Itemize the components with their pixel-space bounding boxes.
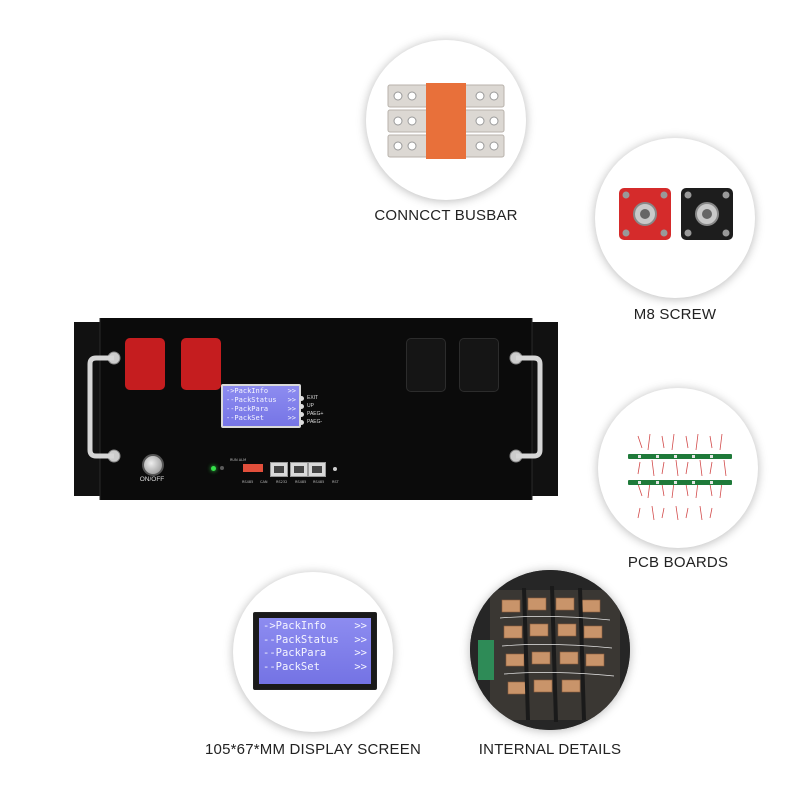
positive-terminal-2[interactable] bbox=[181, 338, 221, 390]
pcb-caption: PCB BOARDS bbox=[627, 554, 729, 571]
display-screen-closeup: ->PackInfo>> --PackStatus>> --PackPara>>… bbox=[253, 612, 377, 690]
internal-caption: INTERNAL DETAILS bbox=[478, 741, 622, 758]
port-label-rs485-a: RS485 bbox=[242, 480, 254, 484]
ethernet-port-2[interactable] bbox=[290, 462, 308, 477]
exit-button[interactable]: EXIT bbox=[299, 394, 339, 402]
busbar-stack-icon bbox=[387, 83, 505, 159]
busbar-photo bbox=[366, 40, 526, 200]
battery-cells-icon bbox=[470, 570, 630, 730]
port-label-rs485-c: RS485 bbox=[313, 480, 325, 484]
front-menu-packpara: --PackPara>> bbox=[226, 405, 296, 413]
port-label-can: CAN bbox=[260, 480, 268, 484]
page-up-dot bbox=[299, 411, 304, 417]
led-label: RUN ALM bbox=[230, 458, 247, 462]
screw-photo bbox=[595, 138, 755, 298]
page-up-button[interactable]: PAEG+ bbox=[299, 410, 339, 418]
page-up-label: PAEG+ bbox=[307, 411, 324, 417]
battery-rack-unit: ->PackInfo>> --PackStatus>> --PackPara>>… bbox=[74, 318, 558, 500]
internal-photo bbox=[470, 570, 630, 730]
page-down-dot bbox=[299, 419, 304, 425]
right-handle-icon[interactable] bbox=[506, 346, 546, 466]
screw-caption: M8 SCREW bbox=[633, 306, 717, 323]
negative-terminal-2[interactable] bbox=[459, 338, 499, 392]
front-menu-packset: --PackSet>> bbox=[226, 414, 296, 422]
front-display-screen: ->PackInfo>> --PackStatus>> --PackPara>>… bbox=[221, 384, 301, 428]
power-switch[interactable] bbox=[142, 454, 164, 476]
exit-label: EXIT bbox=[307, 395, 319, 401]
ethernet-port-1[interactable] bbox=[270, 462, 288, 477]
front-menu-packinfo: ->PackInfo>> bbox=[226, 387, 296, 395]
left-handle-icon[interactable] bbox=[84, 346, 124, 466]
port-label-rst: RST bbox=[332, 480, 339, 484]
power-switch-label: ON/OFF bbox=[139, 476, 165, 483]
front-menu-packstatus: --PackStatus>> bbox=[226, 396, 296, 404]
port-label-rs232: RS232 bbox=[276, 480, 288, 484]
red-terminal-icon bbox=[619, 188, 671, 240]
ethernet-port-3[interactable] bbox=[308, 462, 326, 477]
pcb-board-icon bbox=[637, 433, 727, 521]
menu-item-packpara: --PackPara>> bbox=[263, 647, 367, 659]
port-label-rs485-b: RS485 bbox=[295, 480, 307, 484]
page-down-label: PAEG- bbox=[307, 419, 323, 425]
dip-switch[interactable] bbox=[243, 464, 263, 472]
negative-terminal-1[interactable] bbox=[406, 338, 446, 392]
positive-terminal-1[interactable] bbox=[125, 338, 165, 390]
up-label: UP bbox=[307, 403, 314, 409]
pcb-photo bbox=[598, 388, 758, 548]
exit-button-dot bbox=[299, 395, 304, 401]
busbar-caption: CONNCCT BUSBAR bbox=[374, 207, 518, 224]
up-button-dot bbox=[299, 403, 304, 409]
reset-button[interactable] bbox=[333, 467, 337, 471]
run-led bbox=[211, 466, 216, 471]
page-down-button[interactable]: PAEG- bbox=[299, 418, 339, 426]
black-terminal-icon bbox=[681, 188, 733, 240]
menu-item-packstatus: --PackStatus>> bbox=[263, 633, 367, 646]
display-photo: ->PackInfo>> --PackStatus>> --PackPara>>… bbox=[233, 572, 393, 732]
up-button[interactable]: UP bbox=[299, 402, 339, 410]
menu-item-packinfo: ->PackInfo>> bbox=[263, 620, 367, 632]
display-caption: 105*67*MM DISPLAY SCREEN bbox=[204, 741, 421, 758]
alarm-led bbox=[220, 466, 224, 470]
menu-item-packset: --PackSet>> bbox=[263, 660, 367, 673]
